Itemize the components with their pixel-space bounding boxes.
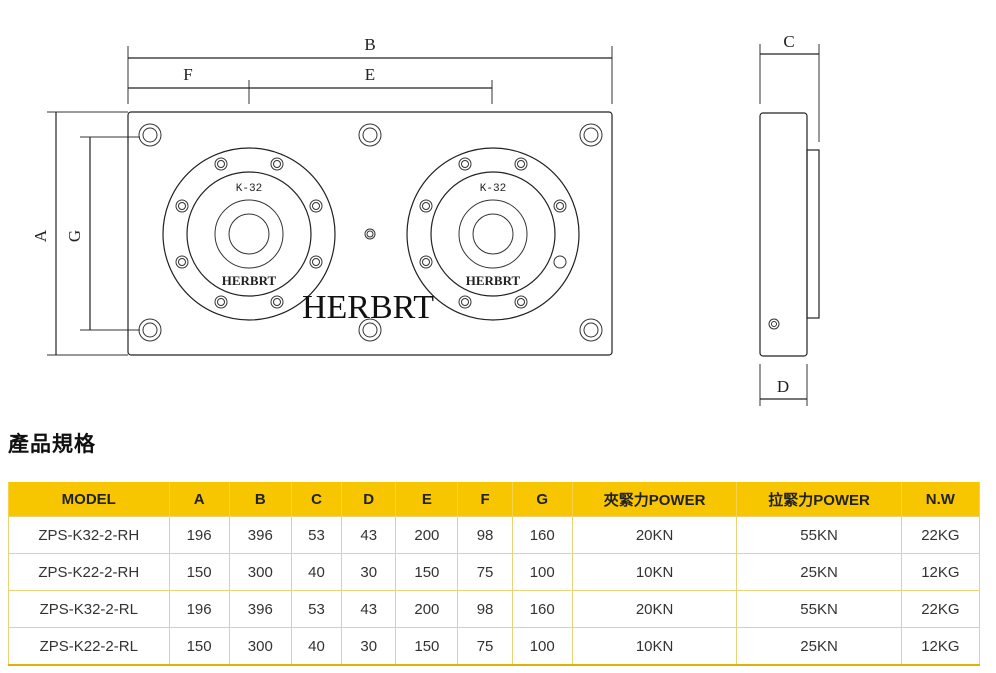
cell-model: ZPS-K22-2-RL xyxy=(8,627,170,666)
cell-a: 150 xyxy=(168,627,230,666)
table-row: ZPS-K22-2-RH 150 300 40 30 150 75 100 10… xyxy=(8,553,981,591)
cell-d: 30 xyxy=(341,627,397,666)
cell-g: 100 xyxy=(511,553,573,591)
cell-g: 160 xyxy=(511,590,573,628)
chuck-right xyxy=(406,147,580,321)
cell-model: ZPS-K22-2-RH xyxy=(8,553,170,591)
cell-model: ZPS-K32-2-RL xyxy=(8,590,170,628)
chuck-left xyxy=(162,147,336,321)
cell-f: 75 xyxy=(457,627,513,666)
table-row: ZPS-K22-2-RL 150 300 40 30 150 75 100 10… xyxy=(8,627,981,666)
spec-table: MODEL A B C D E F G 夾緊力POWER 拉緊力POWER N.… xyxy=(8,482,981,666)
cell-e: 150 xyxy=(395,627,459,666)
table-row: ZPS-K32-2-RL 196 396 53 43 200 98 160 20… xyxy=(8,590,981,628)
col-header-d: D xyxy=(341,482,397,517)
dim-b-label: B xyxy=(364,35,375,54)
cell-a: 150 xyxy=(168,553,230,591)
cell-a: 196 xyxy=(168,590,230,628)
cell-nw: 22KG xyxy=(900,516,981,554)
brand-label-left: HERBRT xyxy=(222,273,277,288)
section-title: 產品規格 xyxy=(8,432,96,456)
brand-label-big: HERBRT xyxy=(302,289,434,326)
cell-clamp-power: 10KN xyxy=(571,627,738,666)
mount-holes xyxy=(138,123,603,342)
cell-f: 75 xyxy=(457,553,513,591)
col-header-f: F xyxy=(457,482,513,517)
col-header-b: B xyxy=(228,482,292,517)
cell-nw: 12KG xyxy=(900,627,981,666)
base-plate xyxy=(127,111,613,356)
table-row: ZPS-K32-2-RH 196 396 53 43 200 98 160 20… xyxy=(8,516,981,554)
cell-nw: 22KG xyxy=(900,590,981,628)
cell-c: 40 xyxy=(290,627,343,666)
table-header-row: MODEL A B C D E F G 夾緊力POWER 拉緊力POWER N.… xyxy=(8,482,981,517)
dim-e-label: E xyxy=(365,65,375,84)
model-label-left: K-32 xyxy=(236,183,262,195)
technical-drawing: B F E A G K-32 HERBRT xyxy=(31,32,820,406)
dim-g-label: G xyxy=(65,230,84,242)
cell-e: 200 xyxy=(395,516,459,554)
cell-b: 396 xyxy=(228,516,292,554)
col-header-nw: N.W xyxy=(900,482,981,517)
cell-d: 43 xyxy=(341,590,397,628)
cell-pull-power: 55KN xyxy=(736,516,902,554)
cell-f: 98 xyxy=(457,590,513,628)
cell-pull-power: 55KN xyxy=(736,590,902,628)
cell-f: 98 xyxy=(457,516,513,554)
cell-c: 40 xyxy=(290,553,343,591)
cell-e: 200 xyxy=(395,590,459,628)
cell-b: 396 xyxy=(228,590,292,628)
cell-nw: 12KG xyxy=(900,553,981,591)
brand-label-right: HERBRT xyxy=(466,273,521,288)
cell-clamp-power: 10KN xyxy=(571,553,738,591)
dim-c-label: C xyxy=(783,32,794,51)
col-header-e: E xyxy=(395,482,459,517)
cell-d: 43 xyxy=(341,516,397,554)
col-header-g: G xyxy=(511,482,573,517)
cell-e: 150 xyxy=(395,553,459,591)
cell-clamp-power: 20KN xyxy=(571,516,738,554)
cell-g: 100 xyxy=(511,627,573,666)
cell-model: ZPS-K32-2-RH xyxy=(8,516,170,554)
col-header-clamp-power: 夾緊力POWER xyxy=(571,482,738,517)
col-header-pull-power: 拉緊力POWER xyxy=(736,482,902,517)
dim-f-label: F xyxy=(183,65,192,84)
side-view xyxy=(759,44,820,406)
dim-a-label: A xyxy=(31,229,50,242)
cell-clamp-power: 20KN xyxy=(571,590,738,628)
cell-c: 53 xyxy=(290,516,343,554)
col-header-c: C xyxy=(290,482,343,517)
cell-a: 196 xyxy=(168,516,230,554)
cell-d: 30 xyxy=(341,553,397,591)
cell-pull-power: 25KN xyxy=(736,553,902,591)
model-label-right: K-32 xyxy=(480,183,506,195)
cell-c: 53 xyxy=(290,590,343,628)
col-header-model: MODEL xyxy=(8,482,170,517)
cell-g: 160 xyxy=(511,516,573,554)
cell-b: 300 xyxy=(228,553,292,591)
dim-d-label: D xyxy=(777,377,789,396)
cell-pull-power: 25KN xyxy=(736,627,902,666)
cell-b: 300 xyxy=(228,627,292,666)
col-header-a: A xyxy=(168,482,230,517)
